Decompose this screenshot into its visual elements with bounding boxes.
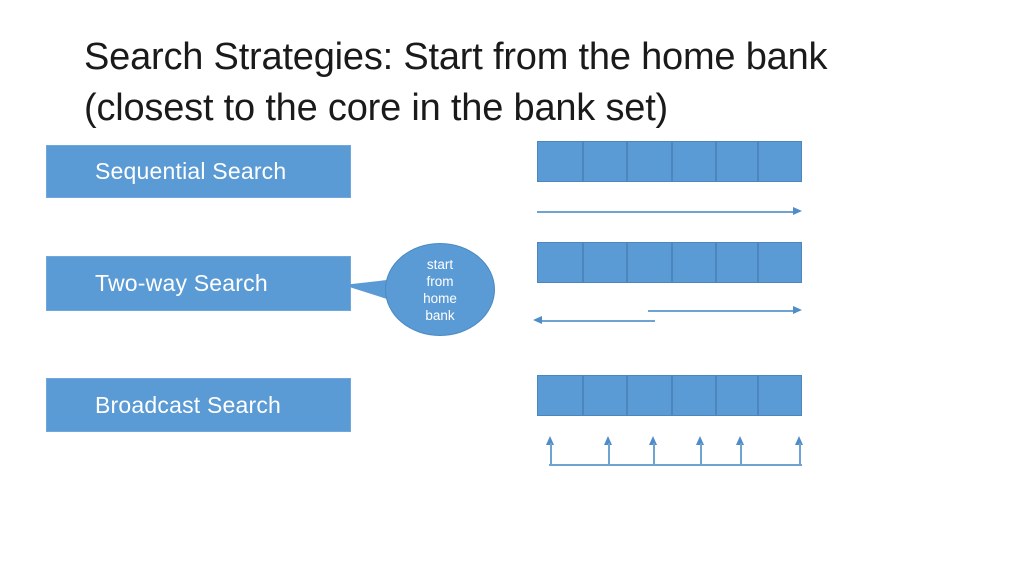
bank-segment[interactable] xyxy=(716,141,758,182)
strategy-label-text: Two-way Search xyxy=(95,270,268,296)
arrow-head-up-icon xyxy=(604,436,612,445)
broadcast-baseline xyxy=(549,464,802,466)
strategy-label-sequential[interactable]: Sequential Search xyxy=(46,145,351,198)
bank-set-sequential xyxy=(537,141,802,182)
bank-segment[interactable] xyxy=(627,242,672,283)
arrow-head-right-icon xyxy=(793,306,802,314)
bank-set-two-way xyxy=(537,242,802,283)
broadcast-arrow-1 xyxy=(546,436,555,466)
arrow-head-up-icon xyxy=(546,436,554,445)
strategy-label-two-way[interactable]: Two-way Search xyxy=(46,256,351,311)
arrow-shaft xyxy=(541,320,655,322)
arrow-shaft xyxy=(608,443,610,466)
arrow-shaft xyxy=(550,443,552,466)
bank-segment[interactable] xyxy=(672,141,716,182)
callout-line-1: start xyxy=(426,256,454,272)
arrow-shaft xyxy=(740,443,742,466)
broadcast-arrow-6 xyxy=(795,436,804,466)
broadcast-arrow-2 xyxy=(604,436,613,466)
bank-segment[interactable] xyxy=(758,375,802,416)
bank-segment[interactable] xyxy=(758,141,802,182)
broadcast-arrow-4 xyxy=(696,436,705,466)
page-title: Search Strategies: Start from the home b… xyxy=(84,36,828,129)
arrow-shaft xyxy=(700,443,702,466)
bank-segment[interactable] xyxy=(583,141,627,182)
bank-segment[interactable] xyxy=(758,242,802,283)
arrow-head-left-icon xyxy=(533,316,542,324)
arrow-head-up-icon xyxy=(696,436,704,445)
bank-segment[interactable] xyxy=(672,375,716,416)
arrow-shaft xyxy=(799,443,801,466)
callout-tail-icon xyxy=(343,280,387,299)
two-way-forward-arrow xyxy=(648,305,802,316)
bank-segment[interactable] xyxy=(583,375,627,416)
bank-set-broadcast xyxy=(537,375,802,416)
strategy-label-broadcast[interactable]: Broadcast Search xyxy=(46,378,351,432)
bank-segment[interactable] xyxy=(627,141,672,182)
arrow-shaft xyxy=(648,310,794,312)
callout-start-from-home-bank: start from home bank xyxy=(343,243,495,336)
callout-line-3: home xyxy=(423,290,457,306)
two-way-backward-arrow xyxy=(533,315,655,326)
bank-segment[interactable] xyxy=(537,242,583,283)
broadcast-arrow-5 xyxy=(736,436,745,466)
broadcast-arrow-fan xyxy=(537,430,807,466)
callout-line-4: bank xyxy=(425,307,455,323)
arrow-head-right-icon xyxy=(793,207,802,215)
broadcast-arrow-3 xyxy=(649,436,658,466)
arrow-head-up-icon xyxy=(736,436,744,445)
bank-segment[interactable] xyxy=(583,242,627,283)
strategy-label-text: Sequential Search xyxy=(95,158,287,184)
bank-segment[interactable] xyxy=(627,375,672,416)
callout-bubble: start from home bank xyxy=(385,243,495,336)
arrow-shaft xyxy=(537,211,794,213)
arrow-head-up-icon xyxy=(649,436,657,445)
bank-segment[interactable] xyxy=(716,375,758,416)
sequential-scan-arrow xyxy=(537,206,802,217)
strategy-label-text: Broadcast Search xyxy=(95,391,282,418)
bank-segment[interactable] xyxy=(716,242,758,283)
callout-line-2: from xyxy=(426,273,454,289)
bank-segment[interactable] xyxy=(537,375,583,416)
bank-segment[interactable] xyxy=(672,242,716,283)
arrow-head-up-icon xyxy=(795,436,803,445)
arrow-shaft xyxy=(653,443,655,466)
bank-segment[interactable] xyxy=(537,141,583,182)
